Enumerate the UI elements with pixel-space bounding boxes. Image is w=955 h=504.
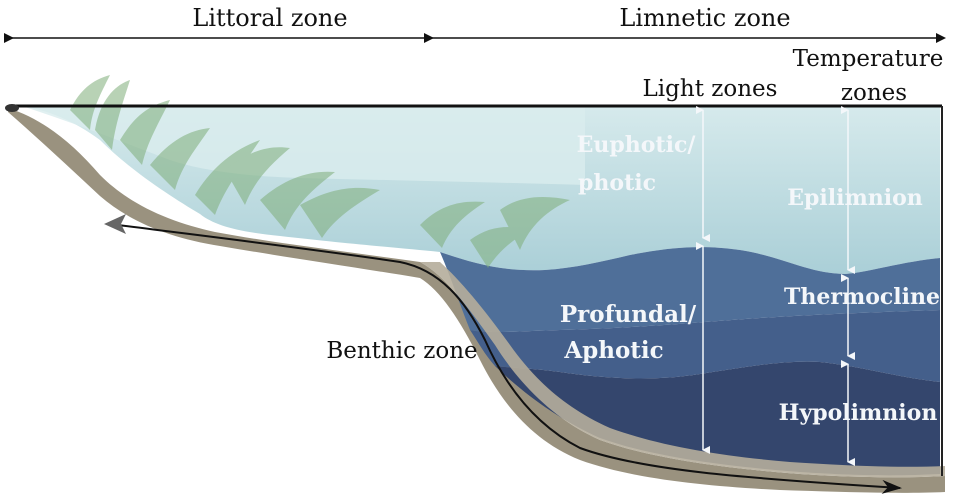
benthic-zone-label: Benthic zone: [326, 338, 477, 364]
thermocline-label: Thermocline: [784, 284, 940, 310]
profundal-label-line2: Aphotic: [563, 337, 663, 364]
limnetic-zone-label: Limnetic zone: [619, 4, 790, 32]
water-deepest-layer: [495, 361, 940, 476]
basin-sediment: [420, 262, 945, 478]
water-mid-layer: [440, 247, 940, 333]
epilimnion-label: Epilimnion: [787, 185, 923, 211]
shore-tip: [5, 104, 19, 112]
littoral-zone-label: Littoral zone: [192, 4, 347, 32]
temperature-zones-label-line1: Temperature: [793, 46, 944, 72]
profundal-label-line1: Profundal/: [560, 301, 697, 328]
aquatic-plants: [70, 75, 570, 268]
hypolimnion-label: Hypolimnion: [779, 400, 938, 426]
light-zones-label: Light zones: [643, 76, 778, 102]
littoral-shallow-band: [22, 106, 585, 185]
benthic-arrow-start-head: [104, 214, 126, 234]
euphotic-label-line1: Euphotic/: [577, 132, 697, 158]
euphotic-label-line2: photic: [578, 170, 656, 196]
benthic-zone-arrow: [117, 224, 902, 494]
temperature-zones-label-line2: zones: [841, 80, 907, 106]
